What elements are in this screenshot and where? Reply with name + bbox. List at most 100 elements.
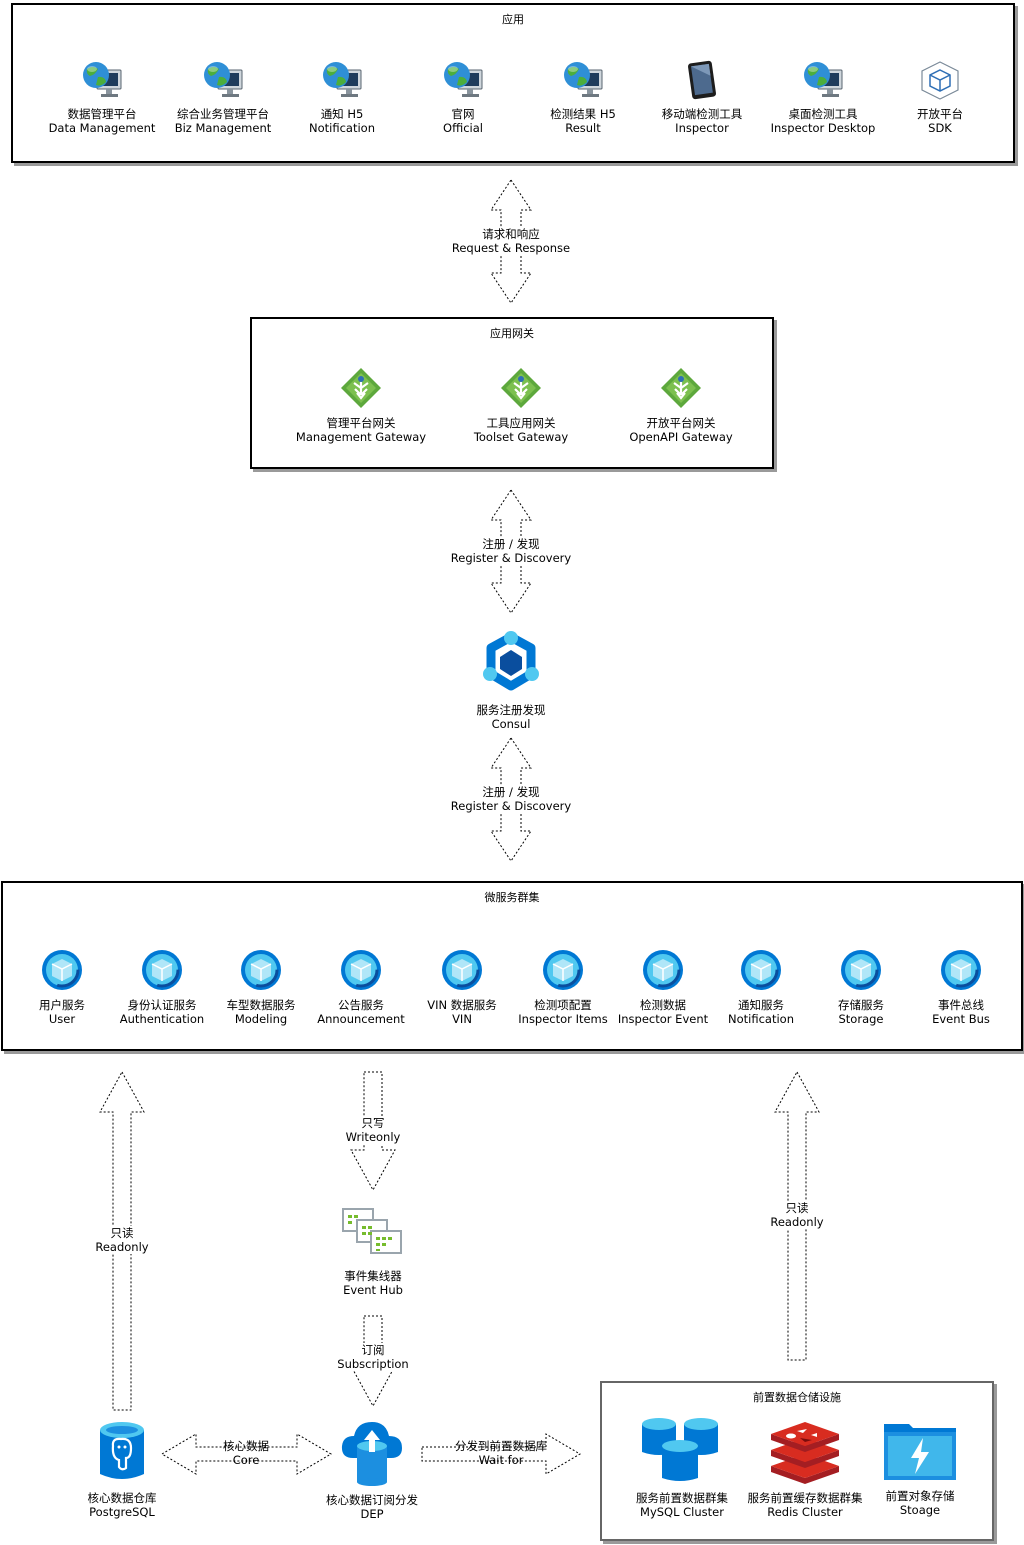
service-label-zh: 检测数据 [640,998,686,1012]
app-inspector-mobile[interactable]: 移动端检测工具 Inspector [632,60,772,135]
object-storage[interactable]: 前置对象存储 Stoage [850,1420,990,1517]
service-inspector-event[interactable]: 检测数据 Inspector Event [593,949,733,1026]
redis-label-en: Redis Cluster [767,1505,843,1519]
mysql-label-en: MySQL Cluster [640,1505,724,1519]
mysql-cluster[interactable]: 服务前置数据群集 MySQL Cluster [612,1416,752,1519]
app-official[interactable]: 官网 Official [393,60,533,135]
readonly-left-label: 只读 Readonly [32,1226,212,1254]
tablet-icon [632,60,772,103]
object-storage-icon [850,1420,990,1485]
app-label-en: Inspector Desktop [770,121,876,135]
service-notification[interactable]: 通知服务 Notification [691,949,831,1026]
service-storage[interactable]: 存储服务 Storage [791,949,931,1026]
service-vin[interactable]: VIN 数据服务 VIN [392,949,532,1026]
service-inspector-items[interactable]: 检测项配置 Inspector Items [493,949,633,1026]
gateway-openapi[interactable]: 开放平台网关 OpenAPI Gateway [611,367,751,444]
label-en: Wait for [478,1453,524,1467]
service-label-en: Inspector Event [617,1012,709,1026]
postgres-label-en: PostgreSQL [89,1505,155,1519]
service-icon [191,949,331,994]
service-modeling[interactable]: 车型数据服务 Modeling [191,949,331,1026]
service-label-en: Announcement [317,1012,405,1026]
app-label-zh: 官网 [451,107,475,121]
postgresql-icon [52,1420,192,1487]
service-icon [691,949,831,994]
app-data-management[interactable]: 数据管理平台 Data Management [32,60,172,135]
event-hub[interactable]: 事件集线器 Event Hub [303,1206,443,1297]
service-label-en: Authentication [119,1012,205,1026]
gateway-toolset[interactable]: 工具应用网关 Toolset Gateway [451,367,591,444]
consul-icon [441,630,581,699]
register-discovery-label-2: 注册 / 发现 Register & Discovery [421,785,601,813]
dep-core-data-dispatch[interactable]: 核心数据订阅分发 DEP [302,1418,442,1521]
gateway-label-zh: 管理平台网关 [326,416,396,430]
gateway-management[interactable]: 管理平台网关 Management Gateway [291,367,431,444]
applications-group: 应用 [11,3,1015,163]
service-label-zh: 车型数据服务 [226,998,296,1012]
label-zh: 注册 / 发现 [482,537,540,551]
app-notification-h5[interactable]: 通知 H5 Notification [272,60,412,135]
app-label-zh: 综合业务管理平台 [177,107,269,121]
cloud-upload-icon [302,1418,442,1489]
service-label-zh: 身份认证服务 [127,998,197,1012]
postgres-label-zh: 核心数据仓库 [87,1491,157,1505]
label-zh: 请求和响应 [482,227,540,241]
cube-icon [870,60,1010,103]
gateway-label-zh: 工具应用网关 [486,416,556,430]
app-label-en: Official [443,121,483,135]
app-label-en: SDK [928,121,952,135]
service-label-zh: 存储服务 [838,998,884,1012]
service-label-zh: 检测项配置 [534,998,592,1012]
label-en: Readonly [95,1240,149,1254]
globe-monitor-icon [753,60,893,103]
dep-label-zh: 核心数据订阅分发 [326,1493,418,1507]
service-label-zh: 通知服务 [738,998,784,1012]
consul-service-discovery[interactable]: 服务注册发现 Consul [441,630,581,731]
service-icon [291,949,431,994]
microservices-title: 微服务群集 [484,891,540,904]
label-en: Core [232,1453,260,1467]
app-result-h5[interactable]: 检测结果 H5 Result [513,60,653,135]
service-icon [392,949,532,994]
gateway-label-zh: 开放平台网关 [646,416,716,430]
service-icon [0,949,132,994]
object-storage-label-en: Stoage [899,1503,941,1517]
service-event-bus[interactable]: 事件总线 Event Bus [891,949,1024,1026]
postgresql-core-warehouse[interactable]: 核心数据仓库 PostgreSQL [52,1420,192,1519]
app-label-en: Result [565,121,601,135]
label-en: Register & Discovery [450,799,572,813]
service-label-en: User [48,1012,76,1026]
service-label-en: VIN [452,1012,472,1026]
service-label-en: Event Bus [932,1012,990,1026]
app-label-zh: 检测结果 H5 [550,107,616,121]
app-biz-management[interactable]: 综合业务管理平台 Biz Management [153,60,293,135]
database-cluster-icon [612,1416,752,1487]
label-en: Readonly [770,1215,824,1229]
service-user[interactable]: 用户服务 User [0,949,132,1026]
consul-label-zh: 服务注册发现 [476,703,546,717]
app-label-zh: 通知 H5 [320,107,364,121]
gateway-icon [291,367,431,412]
object-storage-label-zh: 前置对象存储 [885,1489,955,1503]
core-data-label: 核心数据 Core [156,1439,336,1467]
writeonly-label: 只写 Writeonly [283,1116,463,1144]
label-zh: 核心数据 [223,1439,269,1453]
app-open-platform[interactable]: 开放平台 SDK [870,60,1010,135]
core-data-arrow [161,1433,332,1475]
dispatch-arrow [421,1433,581,1475]
service-icon [593,949,733,994]
event-hub-label-zh: 事件集线器 [344,1269,402,1283]
service-icon [493,949,633,994]
service-label-en: Storage [838,1012,884,1026]
redis-cluster[interactable]: 服务前置缓存数据群集 Redis Cluster [735,1420,875,1519]
service-authentication[interactable]: 身份认证服务 Authentication [92,949,232,1026]
app-label-en: Biz Management [174,121,272,135]
app-inspector-desktop[interactable]: 桌面检测工具 Inspector Desktop [753,60,893,135]
gateway-label-en: Management Gateway [295,430,427,444]
app-label-zh: 移动端检测工具 [661,107,743,121]
service-label-zh: 用户服务 [39,998,85,1012]
gateway-title: 应用网关 [490,327,534,340]
service-announcement[interactable]: 公告服务 Announcement [291,949,431,1026]
label-zh: 注册 / 发现 [482,785,540,799]
label-zh: 只写 [361,1116,385,1130]
